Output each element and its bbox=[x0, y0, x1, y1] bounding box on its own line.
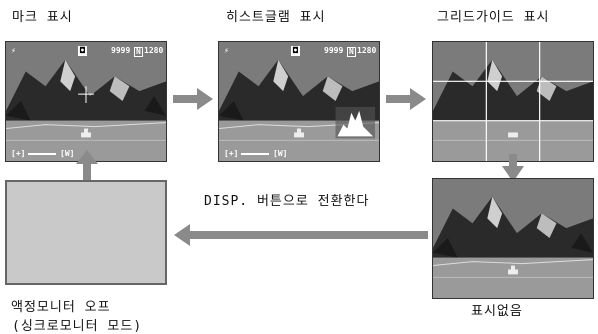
label-mark-display: 마크 표시 bbox=[12, 10, 73, 25]
label-histogram-display: 히스트글램 표시 bbox=[226, 10, 326, 25]
arrow-right-icon bbox=[173, 88, 213, 110]
screen-mark-display: ⚡ ◘ 9999 N 1280 [+] [W] bbox=[5, 41, 167, 162]
arrow-down-icon bbox=[502, 154, 524, 182]
screen-monitor-off bbox=[5, 180, 167, 285]
exposure-left: [+] bbox=[224, 149, 239, 158]
resolution: 1280 bbox=[144, 46, 164, 55]
screen-histogram-display: ⚡ ◘ 9999 N 1280 [+] [W] bbox=[218, 41, 380, 162]
arrow-up-icon bbox=[76, 150, 98, 180]
label-switch: DISP. 버튼으로 전환한다 bbox=[204, 194, 370, 209]
arrow-right-icon bbox=[386, 88, 426, 110]
camera-mode-icon: ◘ bbox=[78, 46, 87, 56]
remaining-shots: 9999 bbox=[324, 46, 344, 55]
label-grid-display: 그리드가이드 표시 bbox=[437, 10, 550, 25]
flash-off-icon: ⚡ bbox=[224, 46, 229, 55]
image-size-badge: N bbox=[347, 47, 356, 57]
exposure-left: [+] bbox=[11, 149, 26, 158]
arrow-left-icon bbox=[174, 224, 428, 246]
remaining-shots: 9999 bbox=[111, 46, 131, 55]
resolution: 1280 bbox=[357, 46, 377, 55]
image-size-badge: N bbox=[134, 47, 143, 57]
exposure-right: [W] bbox=[273, 149, 288, 158]
screen-grid-display bbox=[432, 41, 594, 162]
camera-mode-icon: ◘ bbox=[291, 46, 300, 56]
label-monitor-off: 액정모니터 오프 bbox=[11, 300, 111, 315]
flash-off-icon: ⚡ bbox=[11, 46, 16, 55]
label-sync-monitor-mode: (싱크로모니터 모드) bbox=[12, 319, 143, 334]
screen-no-display bbox=[432, 178, 594, 299]
exposure-bar bbox=[28, 153, 56, 155]
label-no-display: 표시없음 bbox=[471, 304, 523, 319]
exposure-bar bbox=[241, 153, 269, 155]
exposure-right: [W] bbox=[60, 149, 75, 158]
